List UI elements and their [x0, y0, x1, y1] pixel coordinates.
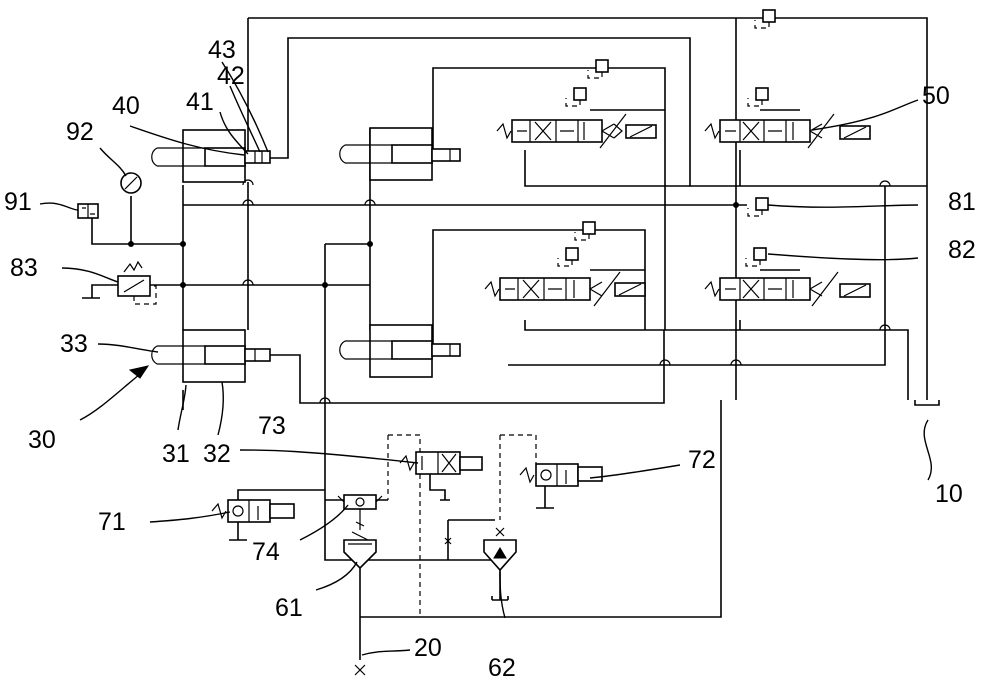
- label-73: 73: [258, 412, 286, 440]
- pressure-gauge-92: [120, 172, 142, 194]
- label-33: 33: [60, 330, 88, 358]
- accessory-91: [77, 203, 99, 219]
- label-74: 74: [252, 538, 280, 566]
- label-20: 20: [414, 634, 442, 662]
- label-71: 71: [98, 508, 126, 536]
- relief-valve-upper-1: [587, 59, 609, 79]
- label-50: 50: [922, 82, 950, 110]
- cylinder-33: [151, 329, 271, 383]
- relief-valve-83: [82, 260, 157, 305]
- relief-valve-lower: [557, 247, 579, 267]
- cylinder-40: [151, 129, 271, 183]
- relief-valve-upper-2: [565, 87, 587, 107]
- relief-valve-82: [745, 247, 767, 267]
- component-labels: 43 42 40 41 92 91 83 33 30 31 32 50 81 8…: [4, 36, 976, 682]
- cylinder-lower-middle: [339, 324, 461, 378]
- relief-valve-middle: [574, 221, 596, 241]
- label-40: 40: [112, 92, 140, 120]
- pilot-lines: [354, 474, 452, 676]
- label-31: 31: [162, 440, 190, 468]
- relief-valve-upper-3: [747, 87, 769, 107]
- label-30: 30: [28, 426, 56, 454]
- pipe-network: [91, 17, 940, 660]
- label-42: 42: [217, 62, 245, 90]
- label-41: 41: [186, 88, 214, 116]
- label-32: 32: [203, 440, 231, 468]
- label-82: 82: [948, 236, 976, 264]
- label-92: 92: [66, 118, 94, 146]
- check-valve-71: [211, 489, 325, 541]
- pump-62: [483, 527, 517, 601]
- valve-73: [387, 434, 483, 501]
- label-43: 43: [208, 36, 236, 64]
- label-10: 10: [935, 480, 963, 508]
- check-valve-72: [499, 434, 603, 520]
- label-72: 72: [688, 446, 716, 474]
- pump-61: [343, 531, 377, 570]
- leader-lines: [39, 61, 933, 656]
- label-83: 83: [10, 254, 38, 282]
- directional-valve-upper-left: [496, 113, 657, 149]
- directional-valve-50: [704, 113, 871, 149]
- directional-valve-lower-right: [704, 271, 871, 307]
- label-81: 81: [948, 188, 976, 216]
- cylinder-upper-middle: [339, 127, 461, 181]
- relief-valve-81: [747, 197, 769, 217]
- arrow-30: [128, 365, 150, 379]
- shuttle-valve-74: [337, 494, 383, 530]
- label-62: 62: [488, 654, 516, 682]
- label-61: 61: [275, 594, 303, 622]
- label-91: 91: [4, 188, 32, 216]
- directional-valve-lower-left: [484, 271, 646, 307]
- relief-valve-top: [754, 9, 776, 29]
